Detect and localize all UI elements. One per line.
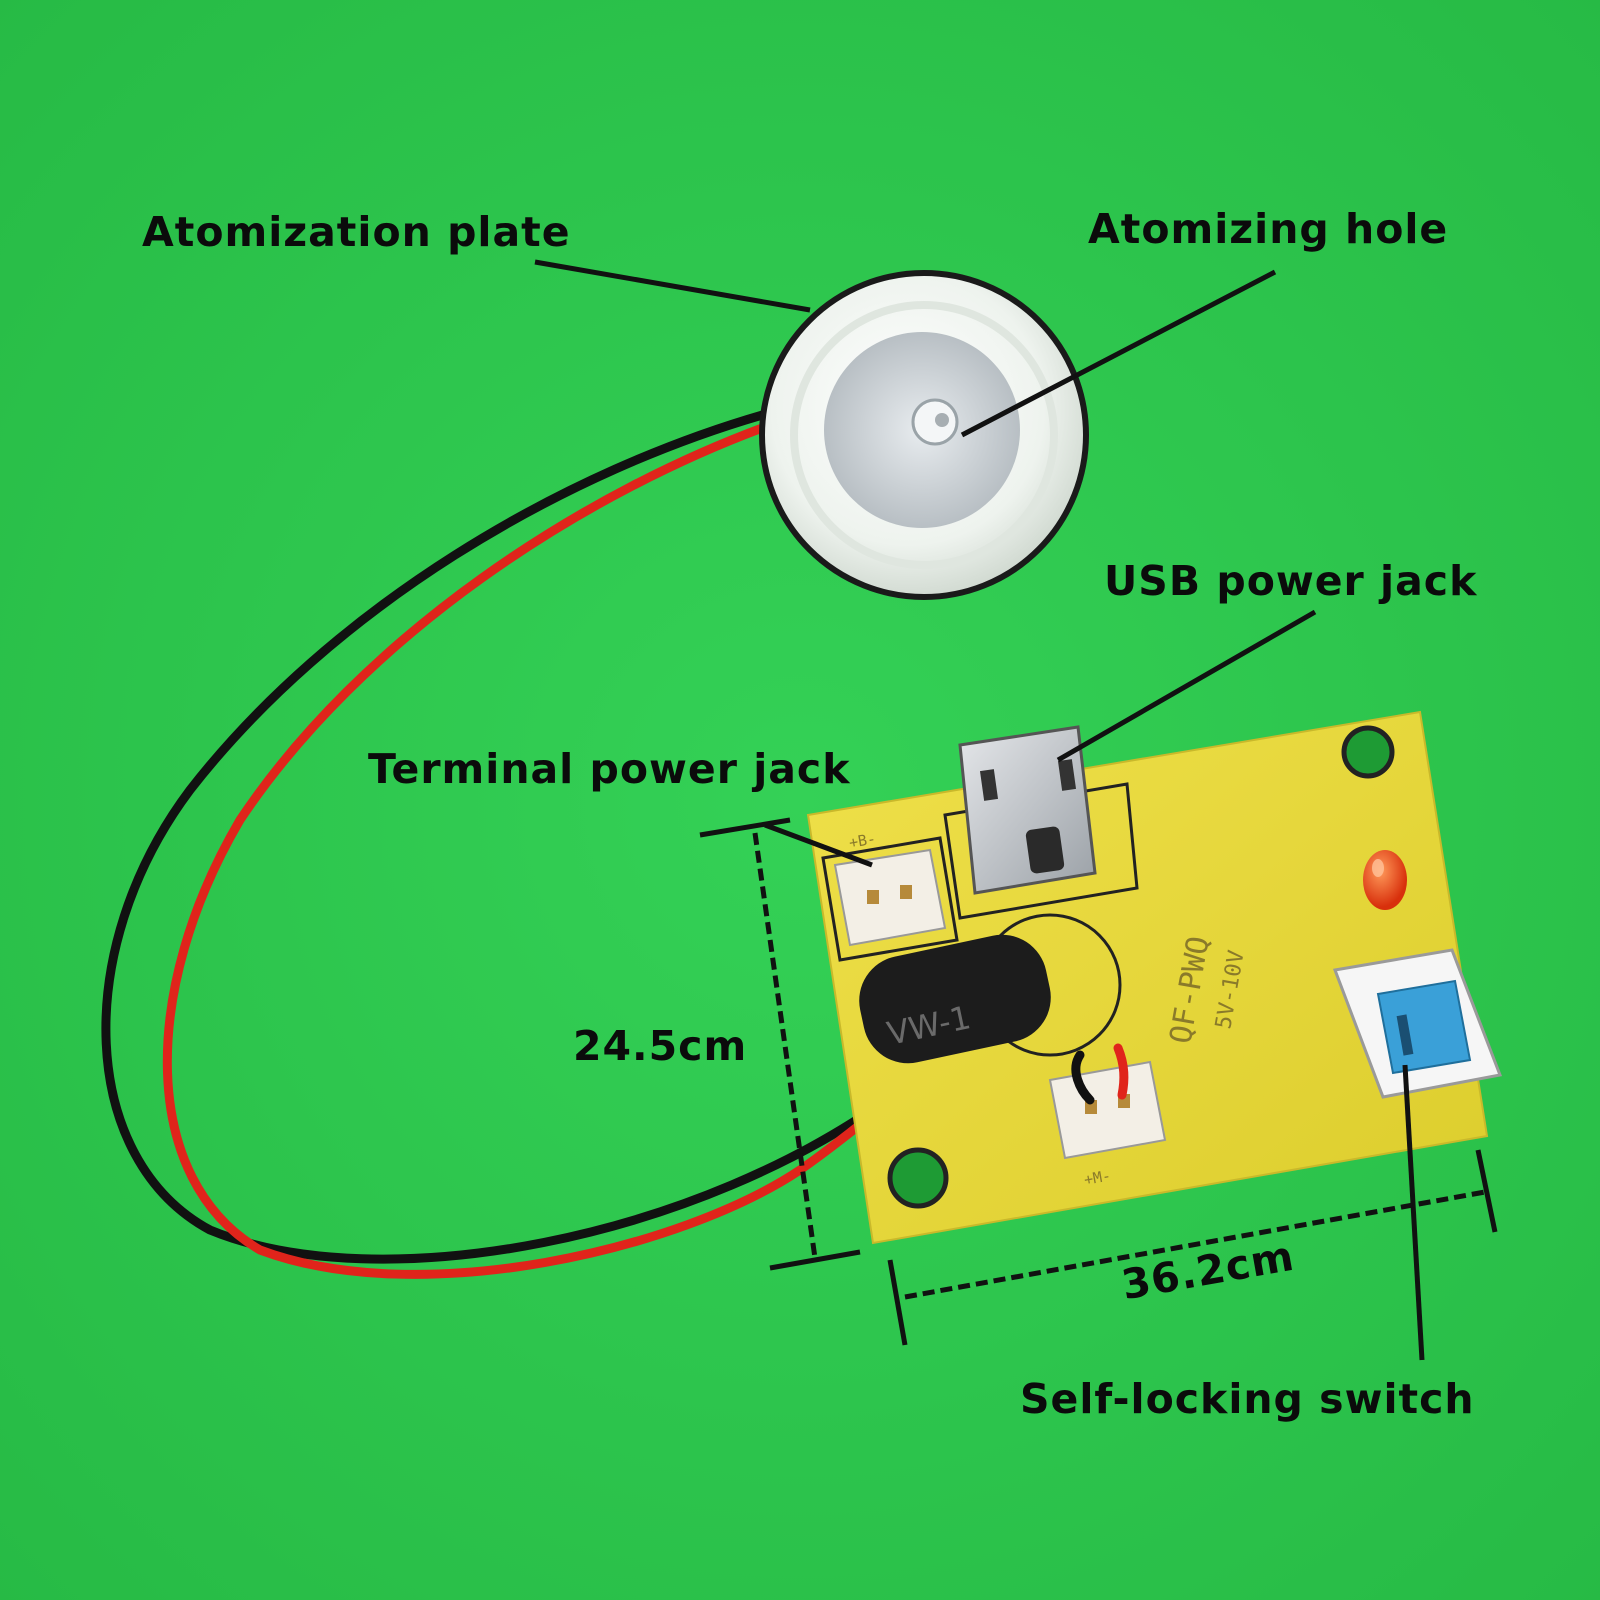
label-self-locking-switch: Self-locking switch bbox=[1020, 1375, 1475, 1423]
label-usb-power-jack: USB power jack bbox=[1104, 557, 1478, 605]
terminal-bottom-marking: +M- bbox=[1083, 1167, 1113, 1189]
label-terminal-power-jack: Terminal power jack bbox=[368, 745, 851, 793]
status-led bbox=[1363, 850, 1407, 910]
pcb-board: +B- +M- VW-1 QF-PWQ 5V-10V bbox=[806, 710, 1503, 1245]
inductor-coil: VW-1 bbox=[859, 934, 1051, 1064]
label-dimension-height: 24.5cm bbox=[573, 1022, 748, 1070]
self-locking-switch bbox=[1332, 948, 1503, 1099]
atomizing-hole bbox=[911, 398, 959, 446]
callout-self-locking-switch bbox=[1402, 1064, 1425, 1361]
callout-atomizing-hole bbox=[960, 269, 1277, 438]
terminal-top-marking: +B- bbox=[848, 830, 878, 852]
atomization-plate bbox=[759, 270, 1089, 600]
dimension-height bbox=[699, 817, 861, 1271]
callout-atomization-plate bbox=[534, 259, 811, 313]
callout-usb-jack bbox=[1056, 609, 1317, 763]
label-atomizing-hole: Atomizing hole bbox=[1088, 205, 1449, 253]
callout-lines bbox=[534, 259, 1425, 1361]
switch-button bbox=[1376, 979, 1472, 1075]
usb-power-jack bbox=[958, 725, 1097, 895]
label-atomization-plate: Atomization plate bbox=[142, 208, 571, 256]
dimension-width bbox=[887, 1149, 1498, 1346]
terminal-power-jack: +B- bbox=[833, 830, 947, 947]
callout-terminal-jack bbox=[764, 822, 873, 868]
